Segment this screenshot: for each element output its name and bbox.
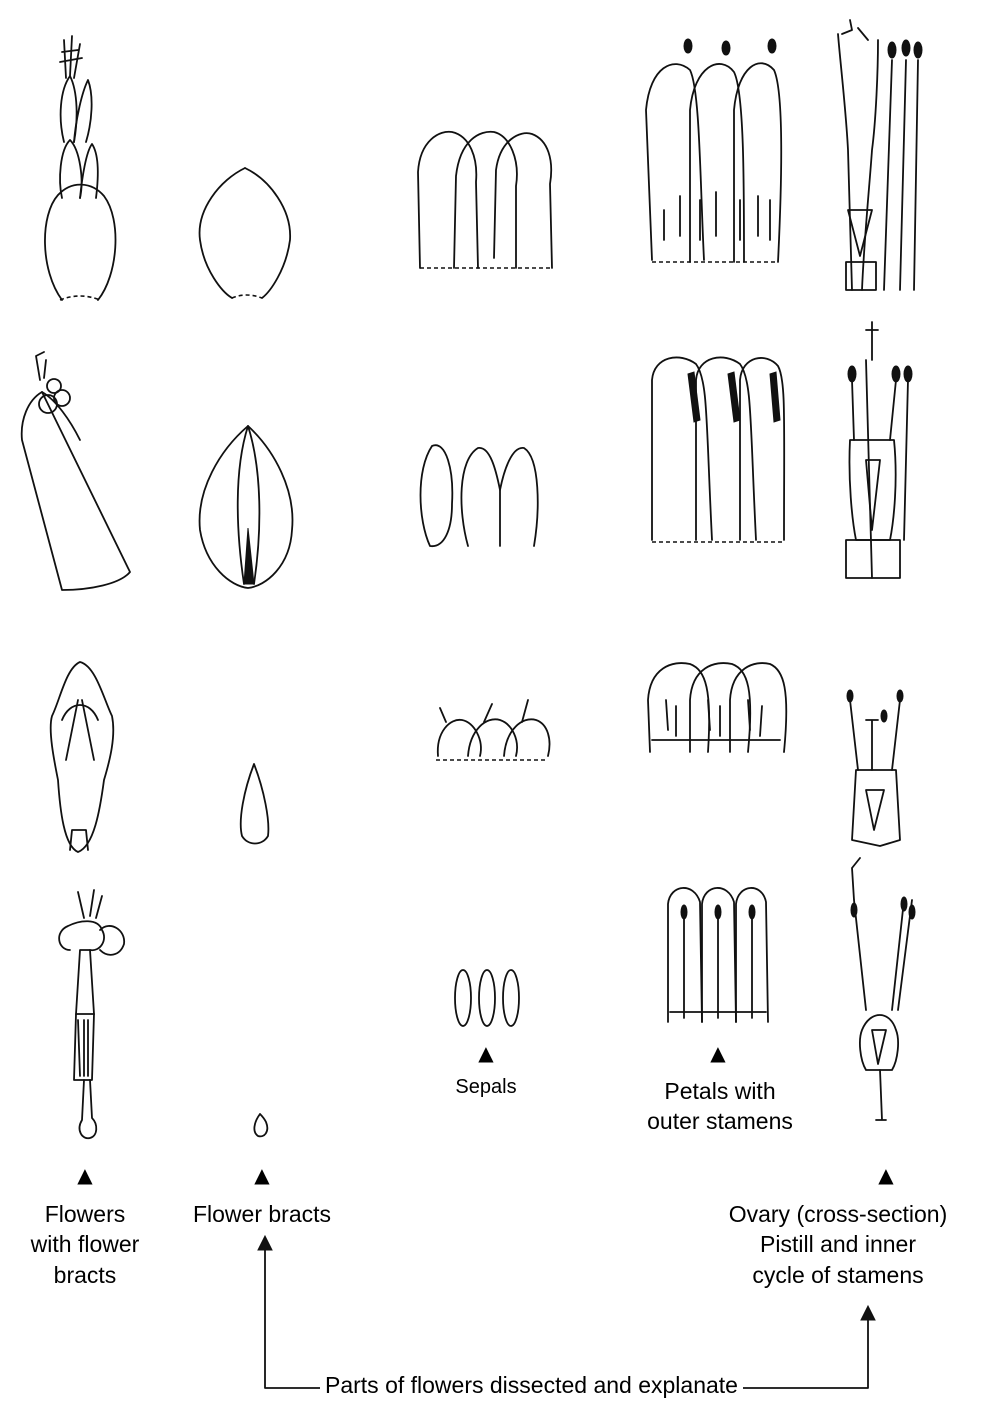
sepals-pointer-icon: ▲	[476, 1043, 496, 1063]
row3-sepals	[436, 700, 550, 760]
sepals-label: Sepals	[436, 1074, 536, 1100]
footer-caption: Parts of flowers dissected and explanate	[320, 1372, 743, 1399]
row4-flower-with-bract	[59, 890, 124, 1138]
bracts-pointer-icon: ▲	[252, 1165, 272, 1185]
row4-ovary-pistil	[851, 858, 915, 1120]
flowers-with-bracts-label: Flowers with flower bracts	[10, 1199, 160, 1290]
flower-bracts-label: Flower bracts	[172, 1199, 352, 1229]
row1-petals-with-stamens	[646, 39, 781, 262]
row1-flower-with-bract	[45, 36, 116, 300]
row1-ovary-pistil	[838, 20, 922, 290]
row2-petals-with-stamens	[652, 357, 784, 542]
petals-pointer-icon: ▲	[708, 1043, 728, 1063]
flowers-pointer-icon: ▲	[75, 1165, 95, 1185]
row3-petals-with-stamens	[648, 663, 786, 752]
row1-sepals	[418, 132, 552, 268]
row2-sepals	[421, 445, 538, 546]
row2-flower-bract	[200, 426, 293, 588]
row4-petals-with-stamens	[668, 888, 768, 1022]
row4-sepals	[455, 970, 519, 1026]
row3-ovary-pistil	[847, 690, 903, 846]
row2-flower-with-bract	[22, 352, 130, 590]
petals-outer-stamens-label: Petals with outer stamens	[630, 1076, 810, 1137]
ovary-pointer-icon: ▲	[876, 1165, 896, 1185]
row4-flower-bract	[254, 1114, 267, 1136]
row3-flower-with-bract	[51, 662, 114, 852]
row1-flower-bract	[200, 168, 291, 298]
row3-flower-bract	[241, 764, 269, 844]
ovary-pistill-label: Ovary (cross-section) Pistill and inner …	[700, 1199, 976, 1290]
row2-ovary-pistil	[846, 322, 912, 578]
